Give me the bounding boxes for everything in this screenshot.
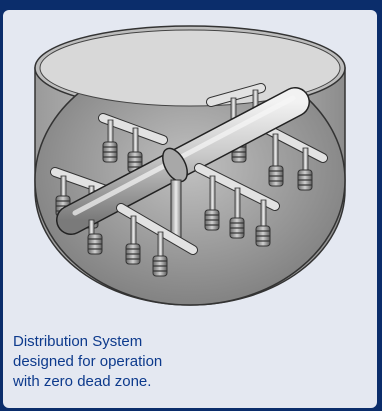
- caption: Distribution System designed for operati…: [13, 332, 353, 392]
- caption-line-1: Distribution System: [13, 333, 143, 350]
- distribution-system-illustration: [34, 25, 346, 306]
- content-panel: Distribution System designed for operati…: [3, 10, 377, 408]
- caption-line-2: designed for operation: [13, 353, 163, 370]
- caption-line-3: with zero dead zone.: [13, 373, 152, 390]
